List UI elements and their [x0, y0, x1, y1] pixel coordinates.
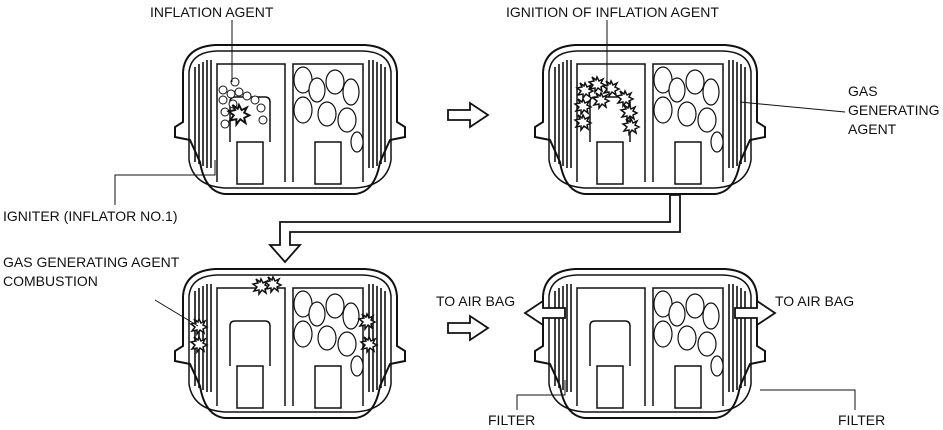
label-gas-generating-agent: GAS GENERATING AGENT [848, 82, 940, 139]
label-to-air-bag-left: TO AIR BAG [436, 293, 516, 309]
label-line: AGENT [848, 121, 897, 137]
inflator-stage-4 [524, 268, 776, 419]
stage-arrow-1 [447, 102, 489, 128]
label-to-air-bag-right: TO AIR BAG [775, 293, 855, 309]
label-filter-right: FILTER [838, 412, 886, 428]
label-line: GENERATING [848, 102, 940, 118]
inflator-stage-2 [534, 44, 766, 195]
label-line: GAS GENERATING AGENT [3, 254, 180, 270]
stage-arrow-3 [447, 315, 489, 341]
label-combustion: GAS GENERATING AGENT COMBUSTION [3, 253, 179, 291]
stage-arrow-2 [268, 194, 681, 264]
label-igniter: IGNITER (INFLATOR NO.1) [3, 208, 178, 224]
label-line: GAS [848, 83, 878, 99]
label-filter-left: FILTER [488, 412, 536, 428]
label-inflation-agent: INFLATION AGENT [150, 4, 274, 20]
label-line: COMBUSTION [3, 273, 98, 289]
inflator-stage-3 [174, 268, 406, 419]
inflation-agent-pellets [218, 77, 268, 129]
label-ignition: IGNITION OF INFLATION AGENT [506, 4, 719, 20]
inflator-stage-1 [174, 44, 406, 195]
leader-lines [114, 20, 856, 410]
